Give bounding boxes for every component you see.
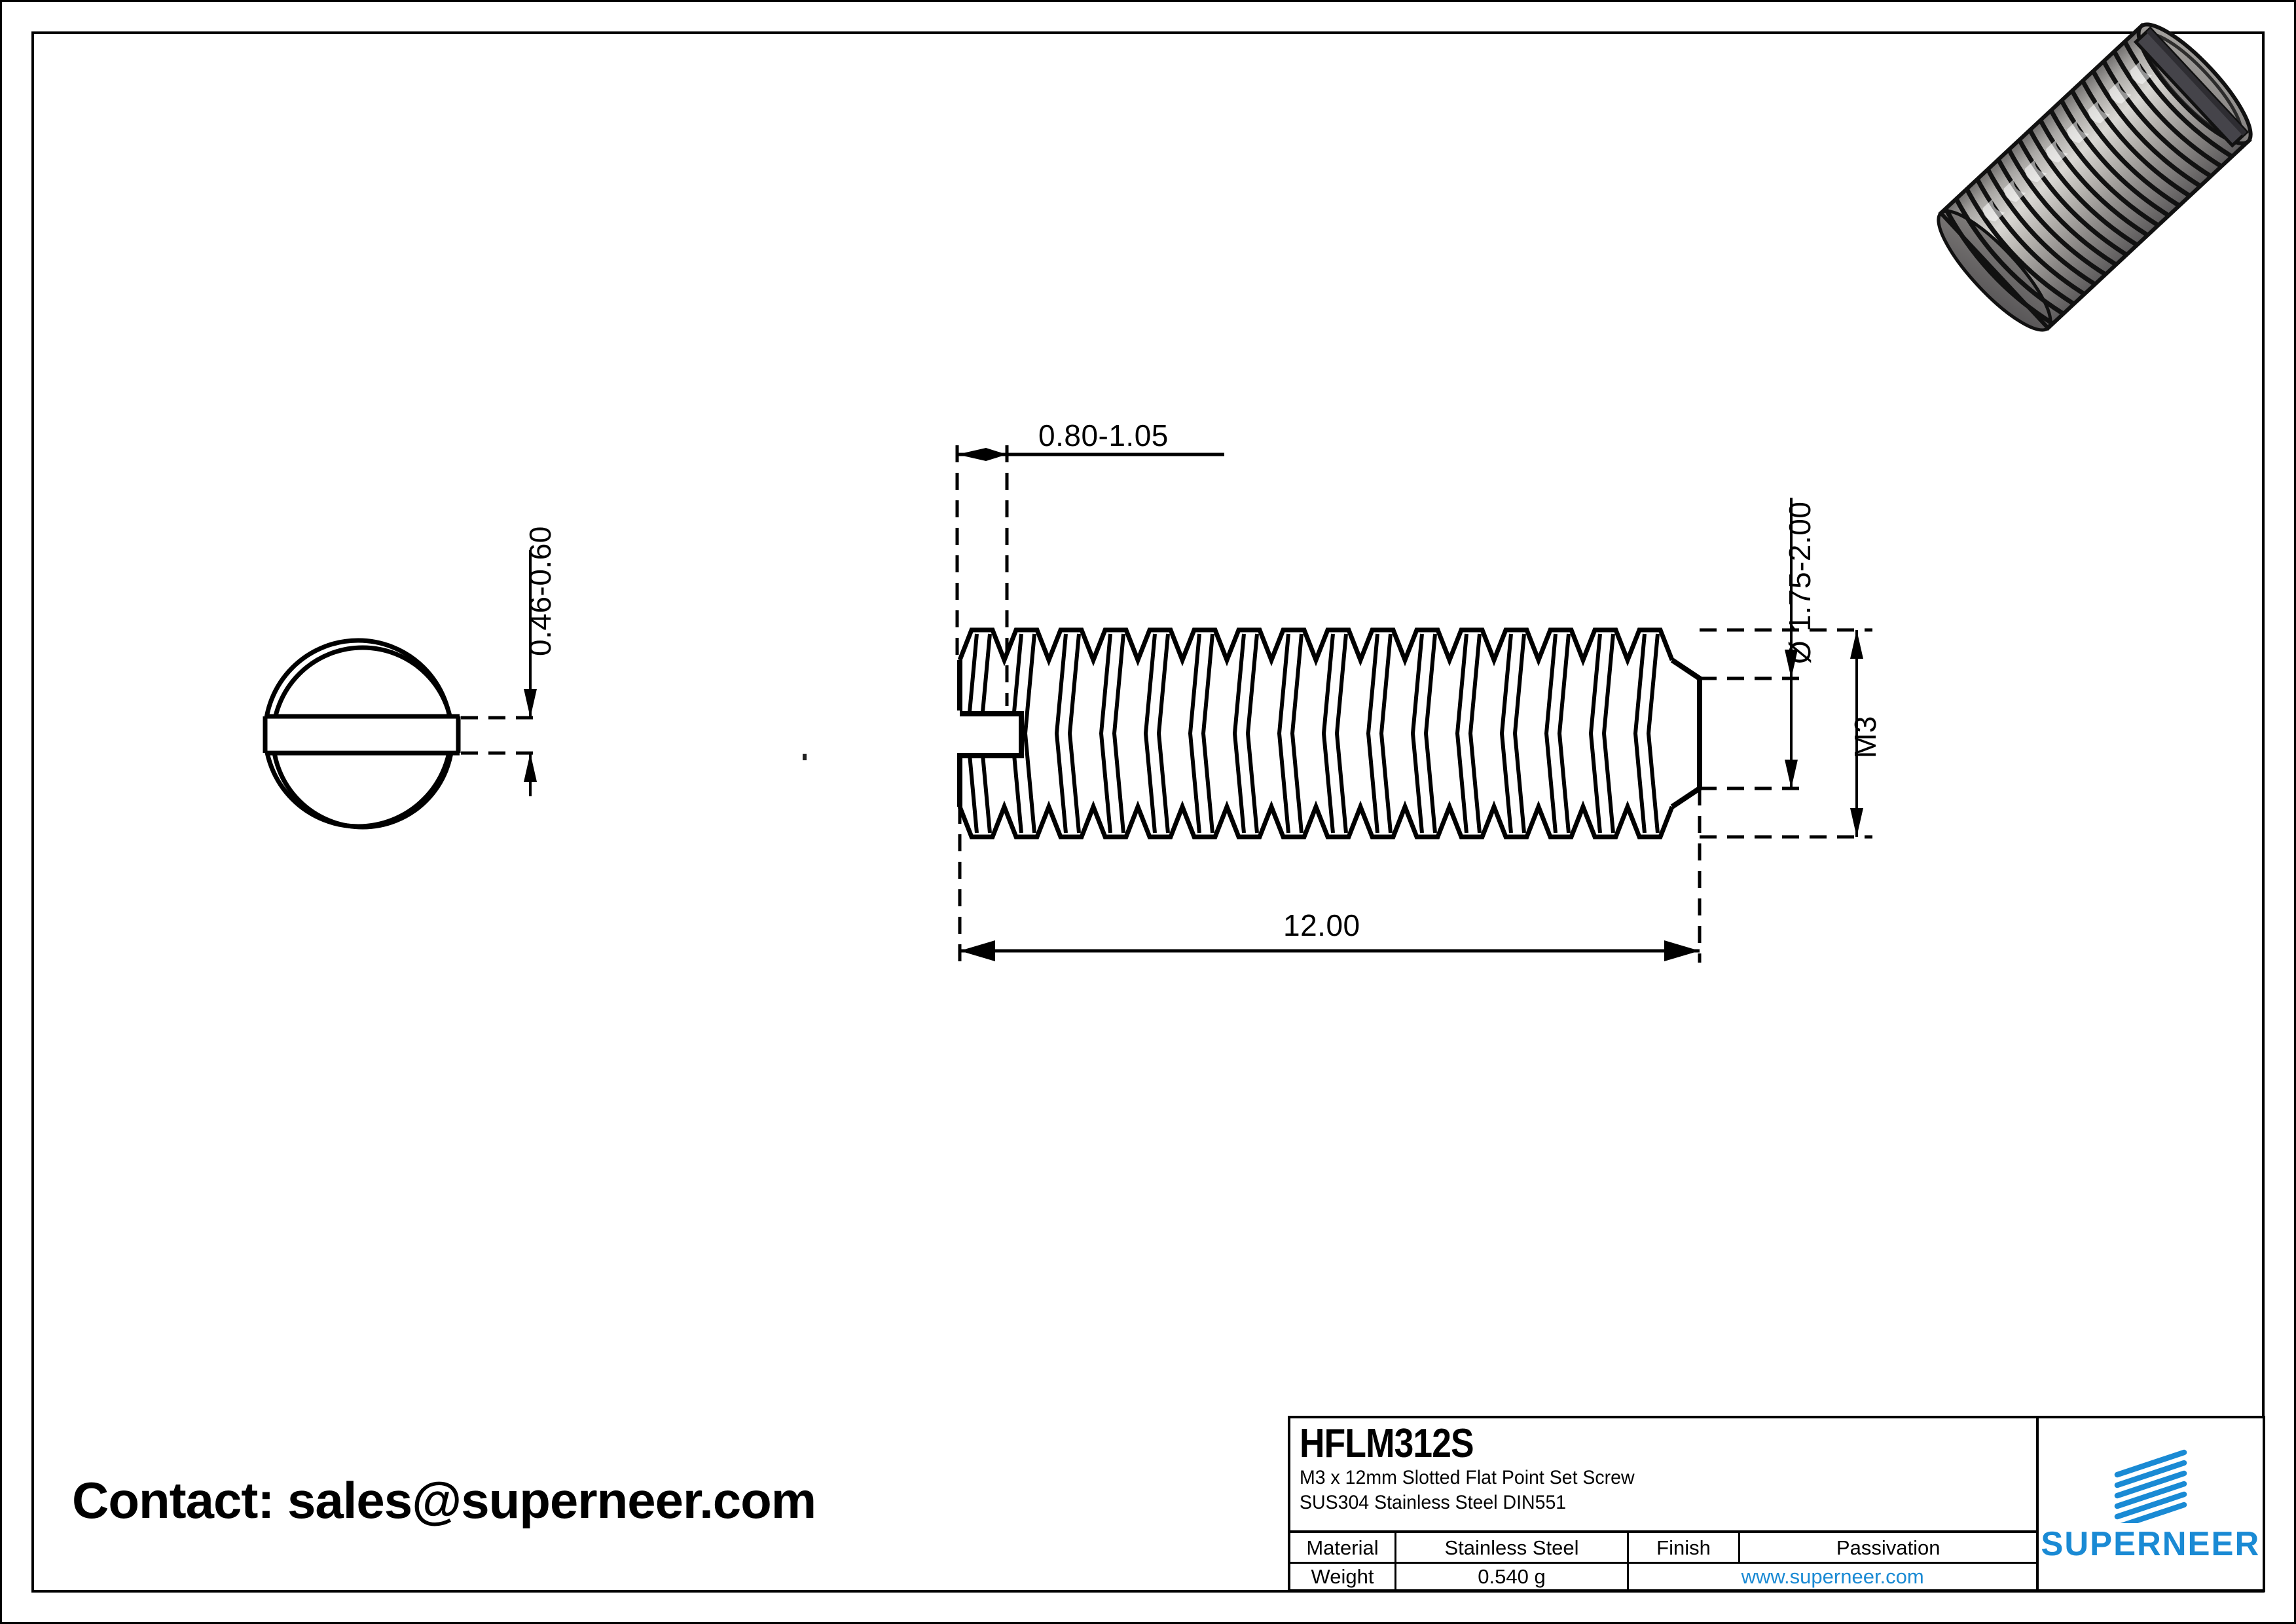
sheet-inner-frame [31, 31, 2265, 1593]
superneer-logo-icon [2114, 1449, 2187, 1523]
contact-text: Contact: sales@superneer.com [72, 1471, 816, 1529]
dimension-point-diameter [1700, 498, 1807, 790]
weight-label: Weight [1290, 1564, 1396, 1589]
title-block-info: HFLM312S M3 x 12mm Slotted Flat Point Se… [1290, 1418, 2039, 1589]
dimension-length [958, 788, 1702, 963]
weight-value: 0.540 g [1396, 1564, 1629, 1589]
dimension-slot-depth [461, 550, 537, 796]
title-block-description: HFLM312S M3 x 12mm Slotted Flat Point Se… [1290, 1418, 2037, 1533]
dimension-thread-m3 [1700, 628, 1872, 839]
title-block: HFLM312S M3 x 12mm Slotted Flat Point Se… [1288, 1416, 2265, 1592]
construction-dot [803, 754, 807, 760]
superneer-wordmark: SUPERNEER [2041, 1524, 2261, 1563]
website-link[interactable]: www.superneer.com [1741, 1565, 1924, 1588]
brand-logo: SUPERNEER [2039, 1418, 2263, 1589]
dimension-slot-width [955, 445, 1224, 706]
end-view [263, 638, 461, 830]
dimension-label-slot-depth: 0.46-0.60 [523, 526, 557, 656]
weight-row: Weight 0.540 g www.superneer.com [1290, 1564, 2036, 1589]
part-number: HFLM312S [1300, 1421, 1474, 1466]
finish-label: Finish [1629, 1533, 1740, 1562]
dimension-label-slot-width: 0.80-1.05 [1038, 418, 1169, 452]
dimension-label-thread-m3: M3 [1848, 716, 1882, 758]
finish-value: Passivation [1836, 1536, 1941, 1559]
dimension-label-length: 12.00 [1283, 908, 1360, 942]
isometric-screw-render [1937, 22, 2253, 332]
material-label: Material [1290, 1533, 1396, 1562]
description-line-2: SUS304 Stainless Steel DIN551 [1300, 1492, 1567, 1513]
material-row: Material Stainless Steel Finish Passivat… [1290, 1533, 2037, 1564]
dimension-label-point-diameter: Ø 1.75-2.00 [1783, 501, 1817, 664]
side-view-screw [938, 627, 1702, 840]
material-value: Stainless Steel [1396, 1533, 1629, 1562]
slot-groove-3d [2133, 26, 2250, 148]
description-line-1: M3 x 12mm Slotted Flat Point Set Screw [1300, 1467, 1635, 1488]
